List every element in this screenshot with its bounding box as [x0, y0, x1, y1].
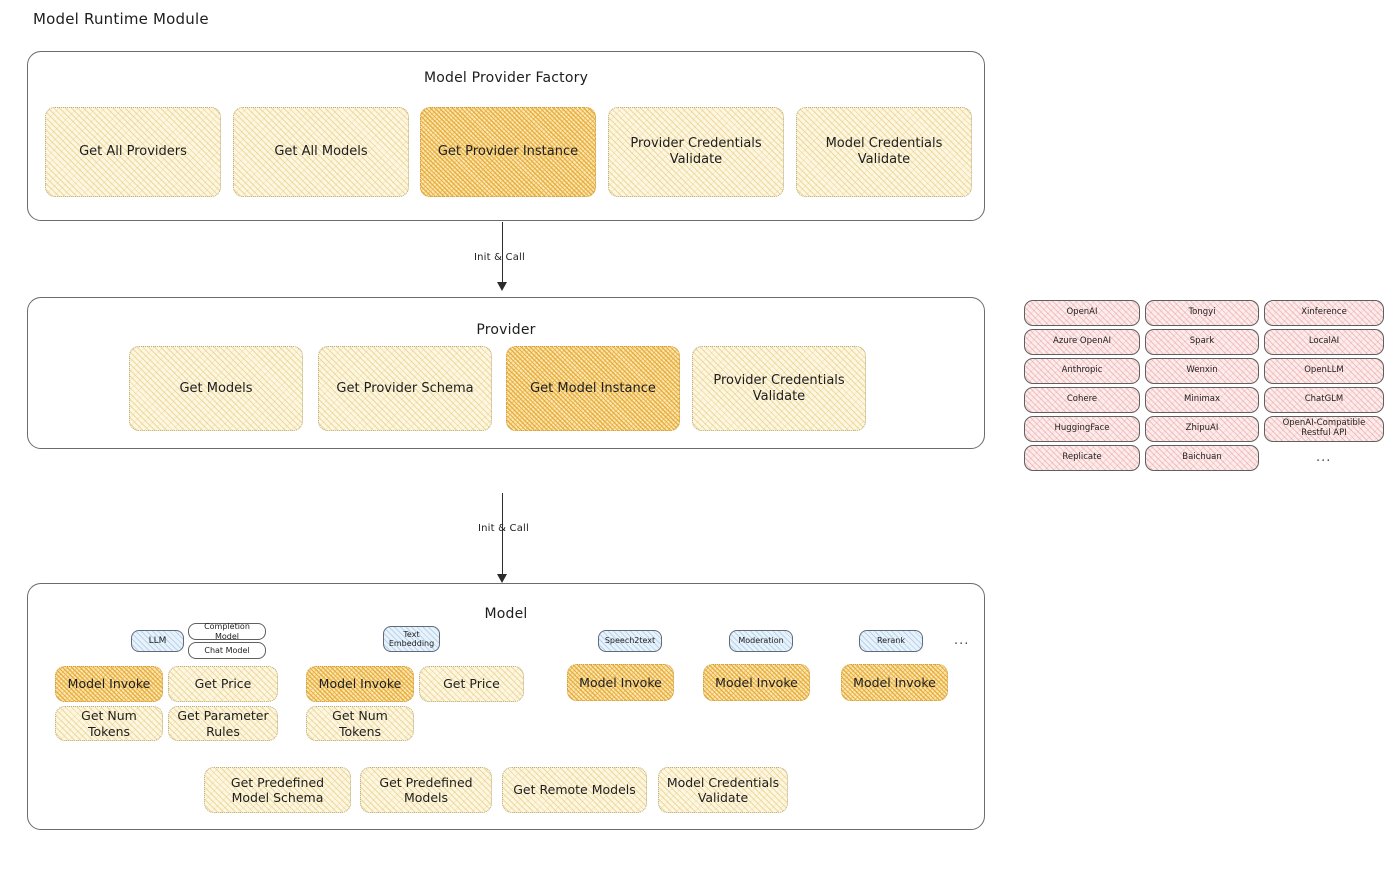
badge-chat-model[interactable]: Chat Model — [188, 642, 266, 659]
provider-list-ellipsis: ... — [1316, 450, 1332, 465]
node-get-remote-models[interactable]: Get Remote Models — [502, 767, 647, 813]
node-get-all-models[interactable]: Get All Models — [233, 107, 409, 197]
arrow-provider-to-model — [502, 493, 504, 578]
node-get-provider-instance[interactable]: Get Provider Instance — [420, 107, 596, 197]
node-provider-credentials-validate-2[interactable]: Provider Credentials Validate — [692, 346, 866, 431]
badge-completion-model[interactable]: Completion Model — [188, 622, 266, 641]
badge-moderation[interactable]: Moderation — [729, 630, 793, 652]
provider-chip[interactable]: HuggingFace — [1024, 416, 1140, 442]
node-model-credentials-validate[interactable]: Model Credentials Validate — [796, 107, 972, 197]
provider-chip[interactable]: Minimax — [1145, 387, 1259, 413]
provider-chip[interactable]: Tongyi — [1145, 300, 1259, 326]
node-model-invoke-moderation[interactable]: Model Invoke — [703, 664, 810, 701]
provider-chip[interactable]: Xinference — [1264, 300, 1384, 326]
provider-chip[interactable]: Baichuan — [1145, 445, 1259, 471]
provider-chip[interactable]: ZhipuAI — [1145, 416, 1259, 442]
arrow-factory-to-provider — [502, 222, 504, 284]
node-get-all-providers[interactable]: Get All Providers — [45, 107, 221, 197]
node-get-num-tokens-llm[interactable]: Get Num Tokens — [55, 706, 163, 741]
node-model-invoke-llm[interactable]: Model Invoke — [55, 666, 163, 702]
badge-speech2text[interactable]: Speech2text — [598, 630, 662, 652]
panel-model: Model LLM Completion Model Chat Model Mo… — [27, 583, 994, 847]
node-get-price-text-embedding[interactable]: Get Price — [419, 666, 524, 702]
provider-chip[interactable]: LocalAI — [1264, 329, 1384, 355]
panel-title-factory: Model Provider Factory — [423, 70, 589, 86]
provider-chip[interactable]: Anthropic — [1024, 358, 1140, 384]
badge-text-embedding[interactable]: Text Embedding — [383, 626, 440, 652]
panel-title-provider: Provider — [476, 322, 536, 338]
node-get-predefined-model-schema[interactable]: Get Predefined Model Schema — [204, 767, 351, 813]
provider-chip[interactable]: OpenAI-Compatible Restful API — [1264, 416, 1384, 442]
provider-list: OpenAI Azure OpenAI Anthropic Cohere Hug… — [1024, 300, 1384, 480]
panel-title-model: Model — [484, 606, 528, 622]
provider-chip[interactable]: OpenLLM — [1264, 358, 1384, 384]
node-get-predefined-models[interactable]: Get Predefined Models — [360, 767, 492, 813]
node-model-invoke-speech2text[interactable]: Model Invoke — [567, 664, 674, 701]
provider-chip[interactable]: Wenxin — [1145, 358, 1259, 384]
arrow-label-init-call-2: Init & Call — [478, 523, 530, 534]
node-model-invoke-rerank[interactable]: Model Invoke — [841, 664, 948, 701]
node-get-num-tokens-text-embedding[interactable]: Get Num Tokens — [306, 706, 414, 741]
node-get-model-instance[interactable]: Get Model Instance — [506, 346, 680, 431]
arrow-label-init-call-1: Init & Call — [474, 252, 526, 263]
provider-chip[interactable]: Spark — [1145, 329, 1259, 355]
arrow-head-1 — [497, 282, 507, 291]
node-provider-credentials-validate[interactable]: Provider Credentials Validate — [608, 107, 784, 197]
node-model-invoke-text-embedding[interactable]: Model Invoke — [306, 666, 414, 702]
panel-provider: Provider Get Models Get Provider Schema … — [27, 297, 994, 466]
model-groups-ellipsis: ... — [954, 633, 970, 648]
provider-chip[interactable]: Replicate — [1024, 445, 1140, 471]
node-get-price-llm[interactable]: Get Price — [168, 666, 278, 702]
node-get-parameter-rules[interactable]: Get Parameter Rules — [168, 706, 278, 741]
provider-chip[interactable]: Cohere — [1024, 387, 1140, 413]
node-model-credentials-validate-3[interactable]: Model Credentials Validate — [658, 767, 788, 813]
provider-chip[interactable]: Azure OpenAI — [1024, 329, 1140, 355]
provider-chip[interactable]: ChatGLM — [1264, 387, 1384, 413]
node-get-provider-schema[interactable]: Get Provider Schema — [318, 346, 492, 431]
badge-llm[interactable]: LLM — [131, 630, 184, 652]
page-title: Model Runtime Module — [33, 10, 209, 28]
panel-model-provider-factory: Model Provider Factory Get All Providers… — [27, 51, 985, 221]
node-get-models[interactable]: Get Models — [129, 346, 303, 431]
badge-rerank[interactable]: Rerank — [859, 630, 923, 652]
provider-chip[interactable]: OpenAI — [1024, 300, 1140, 326]
arrow-head-2 — [497, 574, 507, 583]
